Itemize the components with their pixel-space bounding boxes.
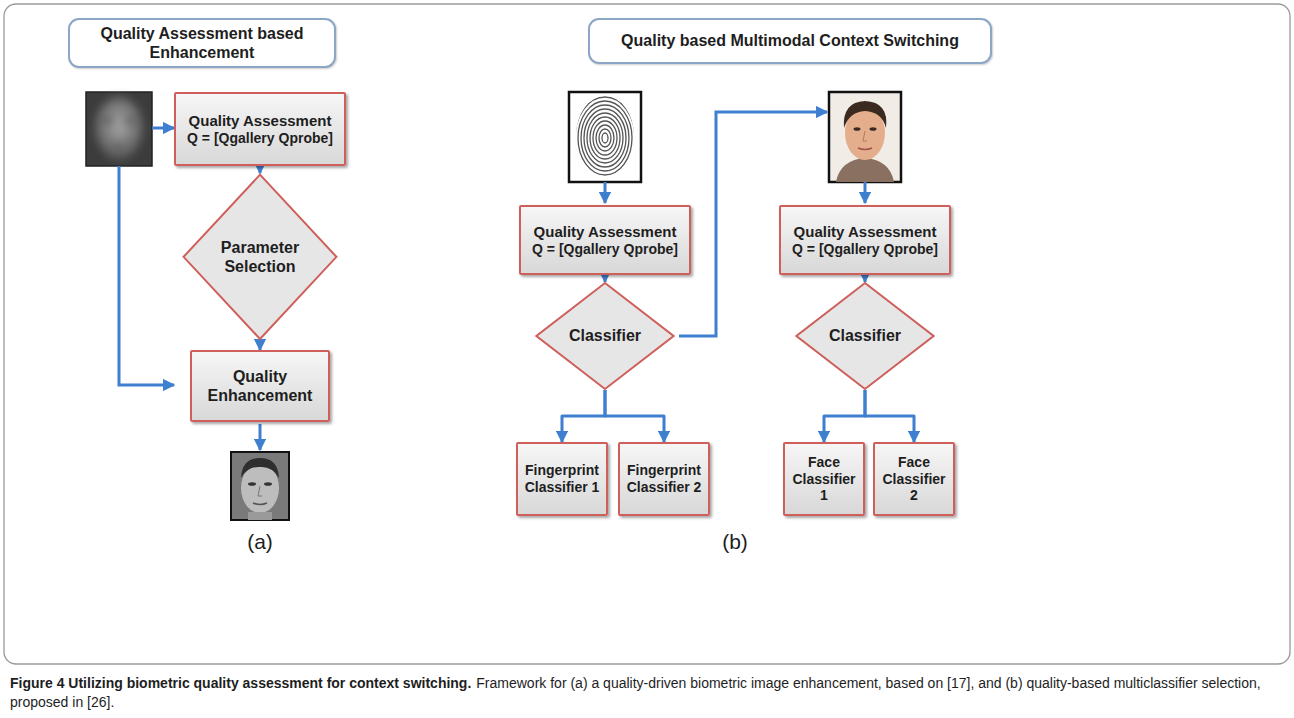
node-text: Face Classifier 2 [879,454,949,504]
node-text: Parameter Selection [212,238,309,276]
flow-arrow [605,390,664,442]
node-text: Quality Assessment [534,223,677,241]
node-text: Quality Assessment [189,112,332,130]
panel-heading: Quality Assessment based Enhancement [68,18,336,68]
diamond-shape [536,283,673,389]
fingerprint-image [569,92,641,182]
process-box: Quality AssessmentQ = [Qgallery Qprobe] [779,205,951,275]
flow-arrow [824,390,865,442]
diamond-label: Parameter Selection [212,238,309,276]
node-text: Fingerprint Classifier 1 [522,462,602,496]
panel-label: (a) [247,530,273,554]
node-text: Quality Assessment [794,223,937,241]
diamond-label: Classifier [822,326,909,345]
image-arrow [604,182,607,203]
panel-label: (b) [722,530,748,554]
node-text: Classifier [562,326,649,345]
image-arrow [259,424,262,450]
image-arrow [864,182,867,203]
figure-title: Figure 4 Utilizing biometric quality ass… [10,675,471,691]
process-box: Face Classifier 1 [783,442,865,516]
flow-arrow [865,390,914,442]
enhanced-face-image [231,452,289,520]
figure-frame [4,4,1290,664]
node-text: Fingerprint Classifier 2 [624,462,704,496]
image-arrow [119,166,174,385]
process-box: Face Classifier 2 [873,442,955,516]
diamond-shape [796,283,933,389]
quality-formula: Q = [Qgallery Qprobe] [187,130,333,147]
figure-caption: Figure 4 Utilizing biometric quality ass… [10,674,1282,712]
flow-arrow [562,390,605,442]
diamond-outline [182,173,338,341]
node-text: Quality Assessment based Enhancement [80,24,324,62]
process-box: Fingerprint Classifier 2 [618,442,710,516]
process-box: Fingerprint Classifier 1 [516,442,608,516]
quality-formula: Q = [Qgallery Qprobe] [792,241,938,258]
decision-diamond: Classifier [795,282,935,390]
decision-diamond: Classifier [535,282,675,390]
process-box: Quality Enhancement [190,350,330,422]
color-face-image [829,92,901,182]
quality-formula: Q = [Qgallery Qprobe] [532,241,678,258]
decision-diamond: Parameter Selection [182,173,338,341]
panel-heading: Quality based Multimodal Context Switchi… [588,18,992,64]
node-text: Face Classifier 1 [789,454,859,504]
node-text: Classifier [822,326,909,345]
diamond-shape [184,175,337,339]
diamond-label: Classifier [562,326,649,345]
flow-arrow [259,166,262,173]
flow-arrow [259,341,262,350]
blurred-face-image [86,92,152,166]
process-box: Quality AssessmentQ = [Qgallery Qprobe] [519,205,691,275]
node-text: Quality based Multimodal Context Switchi… [621,31,959,50]
node-text: Quality Enhancement [196,367,324,405]
process-box: Quality AssessmentQ = [Qgallery Qprobe] [174,92,346,166]
flow-arrow [604,275,607,282]
flow-arrow [864,275,867,282]
image-arrow [152,127,174,130]
